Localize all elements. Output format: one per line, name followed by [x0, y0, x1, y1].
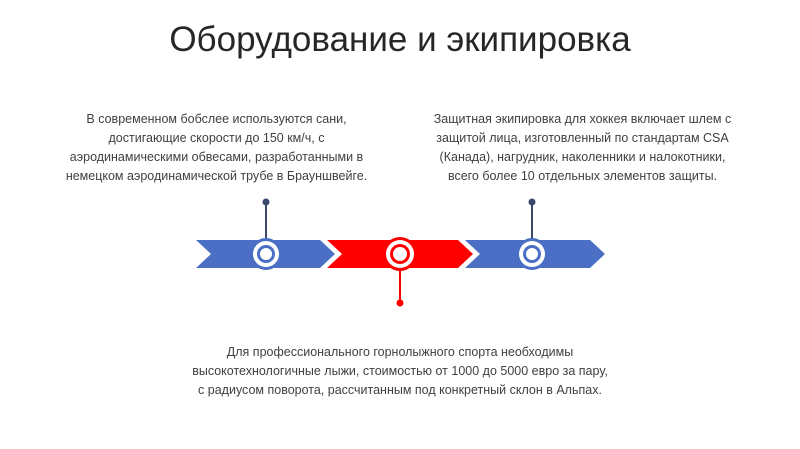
hockey-text: Защитная экипировка для хоккея включает … — [410, 110, 755, 186]
text-line: всего более 10 отдельных элементов защит… — [447, 169, 718, 183]
text-line: В современном бобслее используются сани, — [86, 112, 347, 126]
connector-dot-left — [262, 198, 270, 206]
text-line: с радиусом поворота, рассчитанным под ко… — [198, 383, 602, 397]
text-line: достигающие скорости до 150 км/ч, с — [108, 131, 325, 145]
text-line: высокотехнологичные лыжи, стоимостью от … — [192, 364, 608, 378]
connector-dot-center — [396, 299, 404, 307]
text-line: защитой лица, изготовленный по стандарта… — [436, 131, 729, 145]
text-line: аэродинамическими обвесами, разработанны… — [69, 150, 364, 164]
ski-text: Для профессионального горнолыжного спорт… — [150, 343, 650, 400]
ring-center — [393, 247, 407, 261]
text-line: немецком аэродинамической трубе в Браунш… — [65, 169, 368, 183]
slide-title: Оборудование и экипировка — [169, 20, 631, 59]
text-line: (Канада), нагрудник, наколенники и налок… — [439, 150, 726, 164]
ring-center — [526, 248, 538, 260]
text-line: Для профессионального горнолыжного спорт… — [226, 345, 574, 359]
connector-dot-right — [528, 198, 536, 206]
text-line: Защитная экипировка для хоккея включает … — [433, 112, 732, 126]
ring-center — [260, 248, 272, 260]
bobsleigh-text: В современном бобслее используются сани,… — [44, 110, 389, 186]
